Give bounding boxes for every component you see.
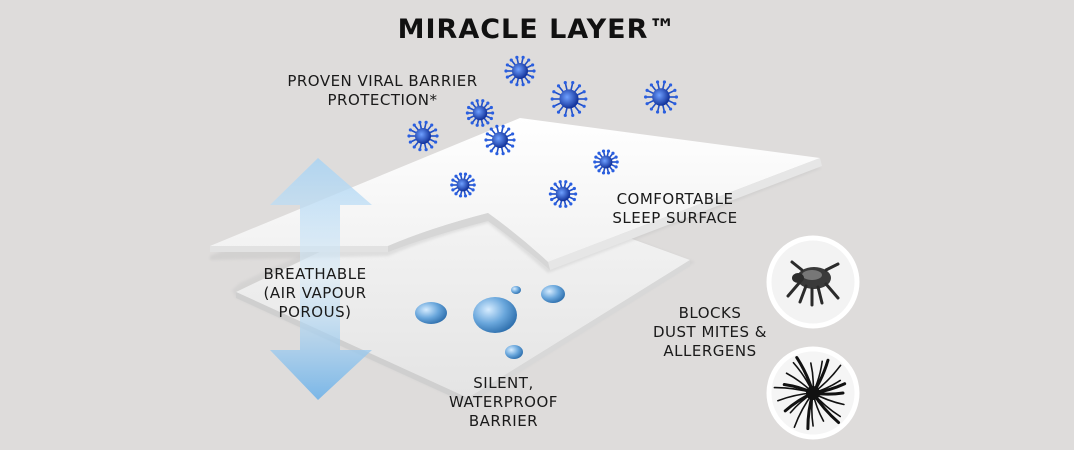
virus-icon [548, 180, 578, 208]
blocks-label-line-2: DUST MITES & [653, 323, 767, 341]
viral-label-line-2: PROTECTION* [327, 91, 438, 109]
virus-icon [465, 99, 495, 127]
virus-icon [484, 124, 516, 156]
viral-barrier-label: PROVEN VIRAL BARRIER PROTECTION* [270, 72, 495, 110]
water-drop-icon [541, 285, 565, 303]
sleep-surface-sheet [210, 118, 822, 273]
water-drop-icon [505, 345, 523, 359]
viral-label-line-1: PROVEN VIRAL BARRIER [287, 72, 478, 90]
waterproof-barrier-label: SILENT, WATERPROOF BARRIER [446, 374, 561, 431]
silent-label-line-1: SILENT, [473, 374, 534, 392]
water-drop-icon [473, 297, 517, 333]
silent-label-line-3: BARRIER [468, 412, 539, 430]
allergen-icon [766, 346, 860, 440]
blocks-label-line-1: BLOCKS [678, 304, 742, 322]
breathable-label-line-1: BREATHABLE [263, 265, 367, 283]
double-arrow-icon [270, 158, 372, 400]
water-drops [415, 285, 565, 359]
breathable-label-line-3: POROUS) [278, 303, 352, 321]
virus-icon [593, 149, 619, 175]
water-drop-icon [511, 286, 521, 294]
comfort-label-line-2: SLEEP SURFACE [612, 209, 738, 227]
breathable-label-line-2: (AIR VAPOUR [263, 284, 367, 302]
virus-icon [550, 81, 588, 117]
page-title: MIRACLE LAYER™ [397, 14, 677, 45]
comfortable-surface-label: COMFORTABLE SLEEP SURFACE [590, 190, 760, 228]
blocks-label-line-3: ALLERGENS [663, 342, 757, 360]
breathable-label: BREATHABLE (AIR VAPOUR POROUS) [255, 265, 375, 322]
comfort-label-line-1: COMFORTABLE [616, 190, 734, 208]
virus-icon [450, 172, 476, 198]
virus-icon [407, 120, 439, 152]
virus-icon [504, 55, 536, 87]
silent-label-line-2: WATERPROOF [449, 393, 558, 411]
virus-group [407, 55, 679, 208]
water-drop-icon [415, 302, 447, 324]
dust-mite-icon [766, 235, 860, 329]
virus-icon [644, 80, 679, 114]
dust-mites-label: BLOCKS DUST MITES & ALLERGENS [640, 304, 780, 361]
